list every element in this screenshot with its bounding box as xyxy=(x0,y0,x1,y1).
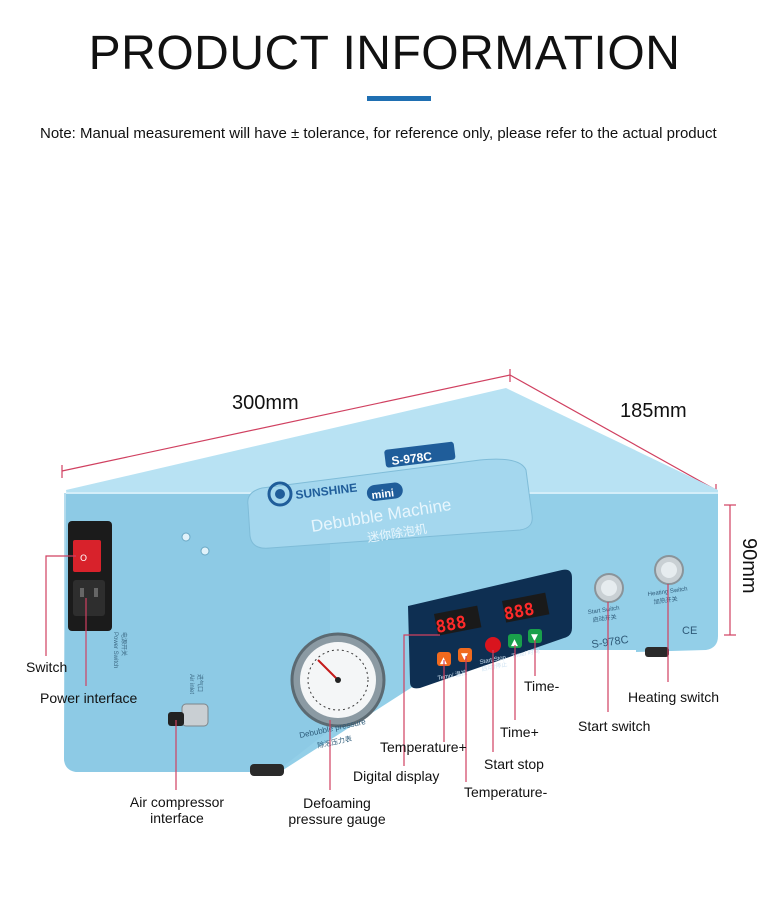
tolerance-note: Note: Manual measurement will have ± tol… xyxy=(40,125,717,142)
title-underline xyxy=(367,96,431,101)
page-title: PRODUCT INFORMATION xyxy=(88,27,681,80)
air-inlet-print-cn: 进气口 xyxy=(196,674,204,692)
power-switch-print: Power Switch xyxy=(112,632,118,668)
heating-switch-print-cn: 加热开关 xyxy=(653,595,678,606)
power-switch-icon xyxy=(73,540,101,572)
callout-digital-display: Digital display xyxy=(353,768,440,784)
callout-temperature-plus: Temperature+ xyxy=(380,739,467,755)
foot xyxy=(645,647,669,657)
foot xyxy=(250,764,284,776)
power-switch-print-cn: 电源开关 xyxy=(120,632,128,656)
temperature-up-button[interactable] xyxy=(437,652,451,666)
screw xyxy=(200,546,210,556)
callout-air-compressor: Air compressor interface xyxy=(122,794,232,826)
callout-time-plus: Time+ xyxy=(500,724,539,740)
callout-air-compressor-line2: interface xyxy=(150,810,204,826)
digital-display-left xyxy=(434,605,482,636)
callout-power-interface: Power interface xyxy=(40,690,138,706)
width-dimension: 185mm xyxy=(620,400,687,422)
callout-temperature-minus: Temperature- xyxy=(464,784,548,800)
model-badge-text: S-978C xyxy=(391,449,433,468)
time-up-button[interactable] xyxy=(508,634,522,648)
machine-body xyxy=(64,388,718,776)
callout-defoaming-gauge: Defoaming pressure gauge xyxy=(282,795,392,827)
ce-mark: CE xyxy=(682,625,697,637)
power-socket-icon xyxy=(73,580,105,616)
start-switch-print: Start Switch xyxy=(587,606,620,616)
callout-heating-switch: Heating switch xyxy=(628,689,720,705)
callout-time-minus: Time- xyxy=(524,678,560,694)
arrow-down-icon: ▼ xyxy=(531,633,538,643)
air-inlet: Air inlet 进气口 xyxy=(168,674,209,727)
power-module: O Power Switch 电源开关 xyxy=(68,521,128,668)
air-fitting-icon xyxy=(181,703,209,727)
digital-display-right xyxy=(501,592,550,623)
logo-plate: SUNSHINE S-978C mini Debubble Machine 迷你… xyxy=(247,441,533,549)
mini-text: mini xyxy=(371,487,395,502)
model-print: S-978C xyxy=(591,634,630,651)
machine-top xyxy=(66,388,718,503)
start-switch-print-cn: 启动开关 xyxy=(592,613,617,624)
arrow-up-icon: ▲ xyxy=(511,638,518,648)
time-down-button[interactable] xyxy=(528,629,542,643)
callout-defoaming-line2: pressure gauge xyxy=(288,811,386,827)
height-dimension: 90mm xyxy=(738,538,760,594)
air-inlet-print: Air inlet xyxy=(188,674,194,694)
callout-start-switch: Start switch xyxy=(578,718,651,734)
arrow-down-icon: ▼ xyxy=(461,652,468,662)
callout-switch: Switch xyxy=(26,659,68,675)
screw xyxy=(181,532,191,542)
callout-lines xyxy=(45,555,669,790)
callout-air-compressor-line1: Air compressor xyxy=(129,794,225,810)
callout-defoaming-line1: Defoaming xyxy=(303,795,371,811)
start-stop-button[interactable] xyxy=(485,637,501,653)
temperature-down-button[interactable] xyxy=(458,648,472,662)
svg-text:O: O xyxy=(80,554,87,564)
callout-start-stop: Start stop xyxy=(484,756,544,772)
length-dimension: 300mm xyxy=(232,392,299,414)
sunshine-logo-icon xyxy=(267,481,293,507)
start-switch-assembly: Start Switch 启动开关 S-978C xyxy=(587,573,630,651)
model-badge xyxy=(384,441,456,468)
